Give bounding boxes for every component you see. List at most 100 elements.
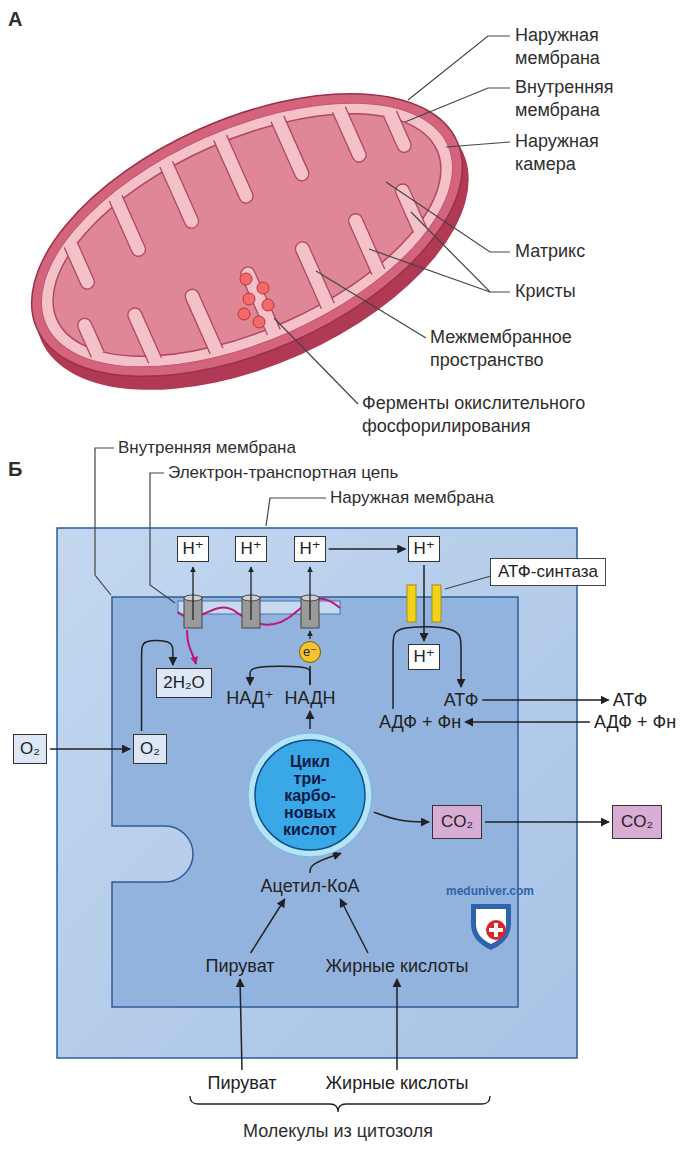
node-text: Жирные кислоты (325, 1073, 468, 1093)
electron-to-oxygen-arrow (187, 630, 196, 664)
cycle-ring (248, 733, 372, 857)
leader-line (445, 576, 491, 589)
leader-line (411, 212, 510, 292)
node-text: АТФ-синтаза (498, 561, 598, 583)
part-label: Электрон-транспортная цепь (168, 462, 398, 484)
crista (239, 265, 281, 335)
outer-membrane-box (57, 528, 577, 1058)
crista (109, 195, 147, 258)
node-text: НАДН (285, 688, 336, 708)
part-label: Кристы (515, 280, 576, 303)
crista (183, 287, 223, 354)
crista (271, 116, 311, 183)
node-text: 2H₂O (163, 673, 205, 693)
proton-box: H⁺ (408, 644, 439, 670)
enzyme-dot (257, 282, 269, 294)
metabolite-node: АТФ (443, 690, 480, 710)
node-text: CO₂ (621, 811, 653, 833)
arrow-connector (329, 548, 406, 550)
metabolite-node: Пируват (204, 956, 275, 976)
arrow-connector (240, 979, 242, 1070)
enzyme-dot (243, 293, 255, 305)
metabolite-node: АТФ (612, 690, 649, 710)
molecule-box: O₂ (13, 734, 47, 764)
part-label: Наружная мембрана (515, 24, 640, 71)
cycle-circle: Цикл три- карбо- новых кислот (247, 732, 373, 858)
crista (160, 161, 201, 230)
leader-line (408, 36, 510, 100)
watermark-logo (471, 904, 511, 950)
part-label: Наружная мембрана (330, 487, 494, 509)
proton-box: H⁺ (177, 536, 208, 562)
arrow-connector (309, 666, 311, 685)
shield-inner (476, 909, 506, 944)
crista (126, 306, 162, 364)
proton-pump-arrow (192, 567, 193, 620)
node-text: CO₂ (441, 811, 473, 833)
node-text: H⁺ (413, 538, 434, 560)
arrow-connector (423, 565, 425, 641)
proton-box: H⁺ (408, 536, 439, 562)
node-text: Пируват (207, 1073, 276, 1093)
proton-pump-arrow (309, 567, 310, 620)
cycle-core (255, 740, 365, 850)
leader-line (386, 182, 510, 252)
atp-enzymes (238, 273, 274, 328)
node-text: O₂ (140, 739, 160, 759)
node-text: e⁻ (303, 645, 317, 659)
arrow-connector (250, 666, 310, 685)
enzyme-dot (238, 308, 250, 320)
leader-line (316, 271, 426, 338)
crista (64, 242, 96, 291)
metabolite-node: Ацетил-КоА (260, 876, 361, 896)
enzyme-dot (240, 273, 252, 285)
molecule-box: CO₂ (432, 805, 482, 839)
node-text: Пируват (205, 956, 274, 976)
molecule-box: CO₂ (612, 805, 662, 839)
cross (489, 928, 503, 932)
part-label: Наружная камера (515, 130, 640, 177)
node-text: H⁺ (240, 538, 261, 560)
leader-line (150, 473, 175, 603)
leader-line (405, 88, 510, 122)
metabolite-node: НАД⁺ (225, 688, 274, 708)
crista (346, 212, 384, 275)
metabolite-node: АДФ + Фн (593, 712, 677, 732)
arrow-connector (396, 979, 398, 1070)
bracket (190, 1096, 490, 1112)
arrow-connector (485, 821, 609, 823)
arrow-connector (374, 812, 429, 822)
arrow-connector (251, 899, 285, 953)
mito-shell (0, 45, 511, 449)
molecule-box: 2H₂O (156, 668, 212, 698)
electron-circle: e⁻ (299, 641, 321, 663)
label-box: АТФ-синтаза (490, 558, 606, 586)
panel-letter: А (8, 6, 22, 32)
part-label: Матрикс (515, 240, 585, 263)
leader-line (266, 498, 326, 526)
part-label: Межмембранное пространство (430, 326, 605, 373)
panel-letter: Б (8, 456, 22, 482)
crista (333, 107, 369, 165)
intermembrane-space (3, 49, 491, 422)
mitochondrion (0, 35, 511, 449)
shield-badge (486, 920, 506, 940)
node-text: H⁺ (182, 538, 203, 560)
matrix (18, 64, 475, 407)
leader-line (274, 318, 358, 404)
part-label: Внутренняя мембрана (118, 437, 296, 459)
metabolite-node: Пируват (206, 1073, 277, 1093)
arrow-connector (50, 748, 130, 750)
metabolite-node: Жирные кислоты (324, 956, 469, 976)
proton-box: H⁺ (294, 536, 325, 562)
part-label: Внутренняя мембрана (515, 76, 640, 123)
leader-line (446, 142, 510, 147)
node-text: H⁺ (299, 538, 320, 560)
cristae (31, 68, 458, 404)
node-text: H⁺ (413, 646, 434, 668)
arrow-connector (340, 899, 368, 953)
node-text: АТФ (444, 690, 479, 710)
leader-line (95, 448, 114, 595)
